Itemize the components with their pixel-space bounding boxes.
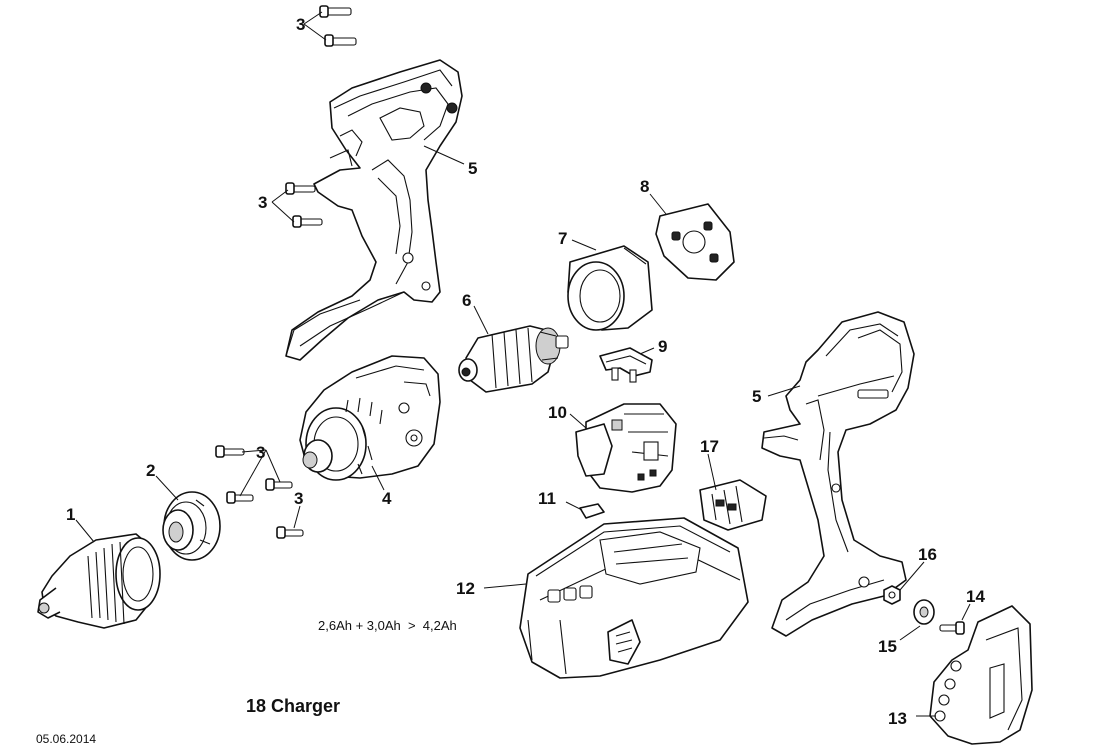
callout-15: 15 <box>878 637 897 656</box>
end-cap-plate <box>655 203 735 281</box>
callout-3-left: 3 <box>258 193 267 212</box>
callout-10: 10 <box>548 403 567 422</box>
callout-9: 9 <box>658 337 667 356</box>
brush-bracket <box>599 347 653 383</box>
callout-8: 8 <box>640 177 649 196</box>
small-screw <box>939 621 965 635</box>
callout-3-lower: 3 <box>294 489 303 508</box>
callout-16: 16 <box>918 545 937 564</box>
callout-1: 1 <box>66 505 75 524</box>
screw-mid-2 <box>226 491 254 504</box>
motor-armature <box>458 325 569 393</box>
callout-5-right-housing: 5 <box>752 387 761 406</box>
belt-clip <box>929 605 1033 745</box>
housing-left-half <box>285 59 463 361</box>
callout-5-left-housing: 5 <box>468 159 477 178</box>
leader-lines <box>75 11 971 717</box>
screw-mid-4 <box>276 526 304 539</box>
washer <box>913 599 935 625</box>
battery-terminal <box>699 479 767 531</box>
trigger-switch <box>575 403 677 493</box>
charger-label: 18 Charger <box>246 696 340 716</box>
housing-right-half <box>761 311 915 637</box>
callout-2: 2 <box>146 461 155 480</box>
callout-11: 11 <box>538 489 556 508</box>
callout-13: 13 <box>888 709 907 728</box>
small-chip <box>579 503 605 519</box>
callout-6: 6 <box>462 291 471 310</box>
callout-12: 12 <box>456 579 475 598</box>
screw-top-1 <box>319 5 352 18</box>
screw-left-1 <box>285 182 316 195</box>
screw-mid-1 <box>215 445 245 458</box>
battery-pack <box>519 517 749 679</box>
callout-17: 17 <box>700 437 719 456</box>
callout-3-top: 3 <box>296 15 305 34</box>
callout-14: 14 <box>966 587 985 606</box>
magnet-sleeve <box>567 245 653 331</box>
hex-nut <box>883 585 901 605</box>
screw-mid-3 <box>265 478 293 491</box>
keyless-chuck <box>37 533 161 629</box>
clutch-collar <box>162 491 221 561</box>
battery-capacity-note: 2,6Ah + 3,0Ah > 4,2Ah <box>318 618 457 633</box>
callout-4: 4 <box>382 489 392 508</box>
gearbox <box>299 355 441 481</box>
callout-7: 7 <box>558 229 567 248</box>
screw-left-2 <box>292 215 323 228</box>
drawing-date: 05.06.2014 <box>36 732 96 746</box>
screw-top-2 <box>324 34 357 47</box>
callout-3-middle: 3 <box>256 443 265 462</box>
